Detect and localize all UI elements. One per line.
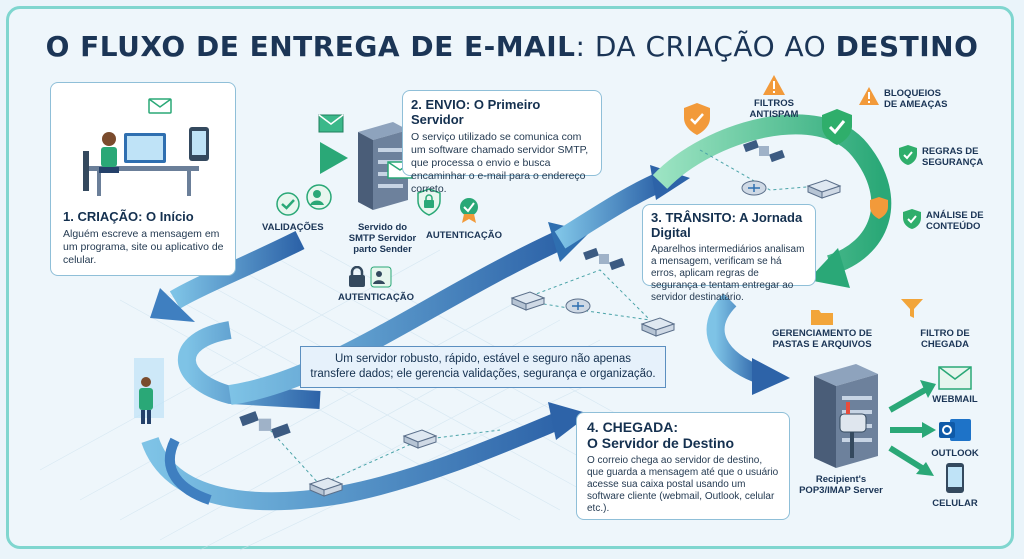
arrow-to-celular: [888, 445, 924, 471]
warning-icon: [763, 75, 785, 95]
step-creation-card: 1. CRIAÇÃO: O Início Alguém escreve a me…: [50, 82, 236, 276]
shield-content-icon: [903, 209, 921, 229]
router-icon-5: [308, 477, 344, 497]
arrow-transit-loop: [652, 114, 892, 275]
folder-icon: [811, 310, 833, 325]
arrow-bottom-left: [165, 437, 212, 505]
envelope-icon: [318, 114, 344, 133]
step-send-text: O serviço utilizado se comunica com um s…: [411, 131, 589, 195]
step-transit-title: 3. TRÂNSITO: A Jornada Digital: [651, 210, 803, 240]
funnel-icon: [901, 299, 923, 318]
check-circle-icon: [276, 192, 300, 216]
satellite-icon-2: [583, 247, 625, 271]
step-send-card: 2. ENVIO: O Primeiro Servidor O serviço …: [402, 90, 602, 195]
step-transit-card: 3. TRÂNSITO: A Jornada Digital Aparelhos…: [642, 204, 816, 303]
shield-check-icon: [899, 145, 917, 165]
router-icon-4: [402, 429, 438, 449]
outlook-icon: [939, 419, 971, 441]
celular-label: CELULAR: [932, 498, 978, 509]
user-gear-icon: [306, 184, 332, 210]
arrow-to-destination: [706, 293, 764, 384]
step-arrival-card: 4. CHEGADA: O Servidor de Destino O corr…: [576, 412, 790, 520]
step-creation-text: Alguém escreve a mensagem em um programa…: [63, 228, 224, 266]
alert-icon: [859, 87, 879, 105]
hub-icon-2: [741, 180, 767, 196]
user-check-icon: [370, 266, 392, 288]
lock-icon: [349, 266, 365, 287]
arrow-bottom-sweep: [141, 411, 564, 511]
router-icon-2: [510, 291, 546, 311]
webmail-label: WEBMAIL: [932, 394, 978, 405]
step-arrival-text: O correio chega ao servidor de destino, …: [587, 455, 779, 514]
outlook-label: OUTLOOK: [931, 448, 979, 459]
validations-label: VALIDAÇÕES: [262, 222, 324, 233]
router-icon: [806, 179, 842, 199]
badge-check-icon: [460, 198, 478, 223]
hub-icon: [565, 298, 591, 314]
step-arrival-title: 4. CHEGADA:: [587, 419, 679, 435]
satellite-icon-3: [239, 411, 291, 439]
shield-orange-icon: [684, 103, 710, 135]
router-icon-3: [640, 317, 676, 337]
shield-lock-icon: [417, 188, 441, 216]
step-creation-title: 1. CRIAÇÃO: O Início: [63, 209, 194, 224]
arrow-to-webmail: [888, 387, 927, 413]
arrow-left-loop: [177, 321, 321, 409]
arrow-middle-up: [228, 230, 565, 405]
shield-green-icon: [822, 109, 852, 145]
shield-orange-small-icon: [870, 197, 888, 219]
page-title: O FLUXO DE ENTREGA DE E-MAIL: DA CRIAÇÃO…: [45, 30, 979, 63]
authentication-label-2: AUTENTICAÇÃO: [426, 230, 502, 241]
person-computer-icon: [83, 98, 209, 196]
step-send-title: 2. ENVIO: O Primeiro Servidor: [411, 97, 541, 127]
info-banner: Um servidor robusto, rápido, estável e s…: [300, 346, 666, 388]
arrow-send-transit: [554, 172, 665, 249]
step-transit-text: Aparelhos intermediários analisam a mens…: [651, 244, 805, 303]
step-arrival-subtitle: O Servidor de Destino: [587, 435, 735, 451]
phone-icon: [946, 463, 964, 493]
webmail-icon: [938, 366, 972, 390]
person-portal-icon: [134, 358, 164, 424]
satellite-icon: [743, 139, 785, 163]
authentication-label-1: AUTENTICAÇÃO: [338, 292, 414, 303]
recipient-server-icon: [814, 364, 878, 468]
